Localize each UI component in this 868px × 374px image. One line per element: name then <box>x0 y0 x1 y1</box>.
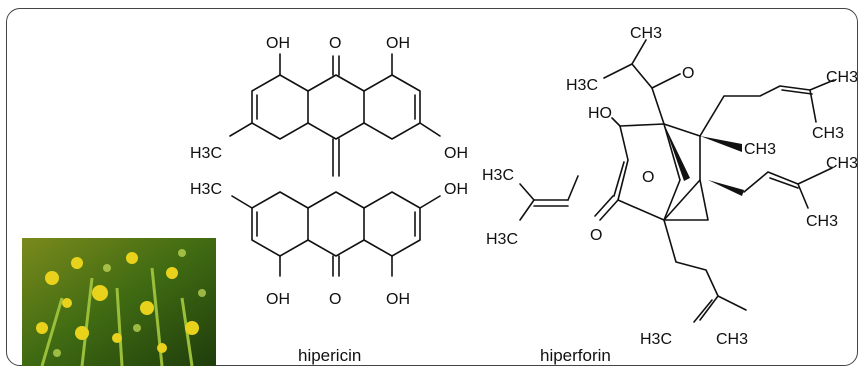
hiperforin-structure: CH3 H3C O HO CH3 CH3 CH3 O CH3 CH3 O H3C… <box>482 25 858 348</box>
hiperforin-o-3: O <box>590 227 602 244</box>
hiperforin-h3c-3: H3C <box>486 231 518 248</box>
hipericin-oh-6: OH <box>386 291 410 308</box>
hipericin-oh-2: OH <box>386 35 410 52</box>
hipericin-oh-1: OH <box>266 35 290 52</box>
hiperforin-h3c-2: H3C <box>482 167 514 184</box>
hipericin-structure: OH O OH H3C OH H3C OH OH O OH <box>190 35 468 308</box>
hiperforin-h3c-4: H3C <box>640 331 672 348</box>
hiperforin-h3c-1: H3C <box>566 77 598 94</box>
hipericin-oh-5: OH <box>266 291 290 308</box>
hipericin-h3c-1: H3C <box>190 145 222 162</box>
hiperforin-ch3-3: CH3 <box>812 125 844 142</box>
hiperforin-ch3-7: CH3 <box>716 331 748 348</box>
hipericin-oh-4: OH <box>444 181 468 198</box>
hiperforin-ch3-1: CH3 <box>630 25 662 42</box>
hiperforin-o-2: O <box>642 169 654 186</box>
hiperforin-ch3-6: CH3 <box>806 213 838 230</box>
hipericin-o-bottom: O <box>329 291 341 308</box>
hipericin-o-top: O <box>329 35 341 52</box>
hiperforin-o-1: O <box>682 65 694 82</box>
hiperforin-label: hiperforin <box>540 346 611 365</box>
plant-photo-graphic <box>22 238 216 366</box>
hiperforin-ch3-4: CH3 <box>744 141 776 158</box>
hipericin-oh-3: OH <box>444 145 468 162</box>
plant-photo <box>22 238 216 366</box>
hipericin-label: hipericin <box>298 346 362 365</box>
hiperforin-ch3-5: CH3 <box>826 155 858 172</box>
hipericin-h3c-2: H3C <box>190 181 222 198</box>
hiperforin-ch3-2: CH3 <box>826 69 858 86</box>
hiperforin-ho: HO <box>588 105 612 122</box>
